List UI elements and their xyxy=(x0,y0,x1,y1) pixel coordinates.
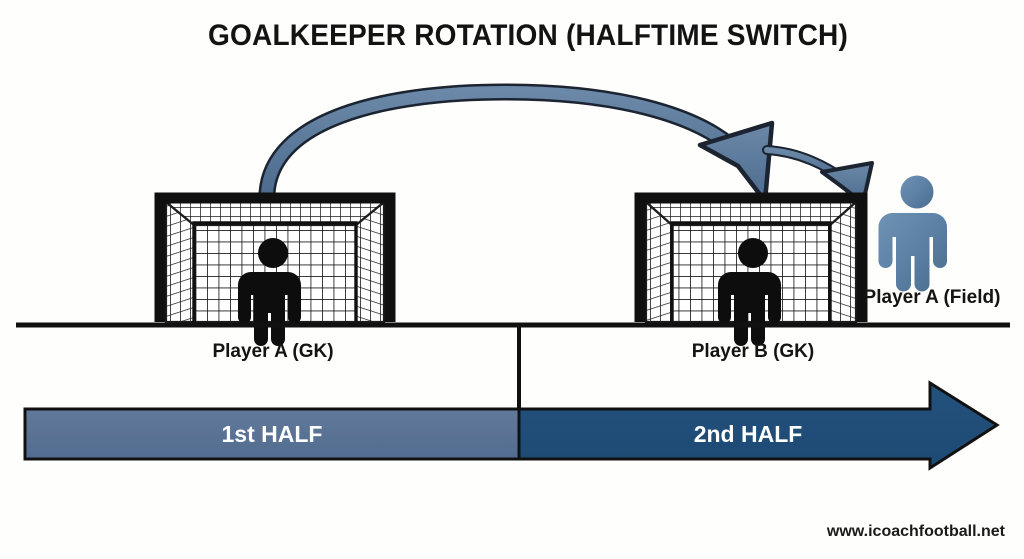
timeline-first-half-band xyxy=(23,407,521,461)
label-goal-left: Player A (GK) xyxy=(212,341,333,362)
label-field-player: Player A (Field) xyxy=(864,287,1001,308)
timeline-second-half-band xyxy=(517,380,1000,471)
timeline-bar: 1st HALF 2nd HALF xyxy=(23,380,1000,471)
person-figure-icon-field-player xyxy=(878,175,947,292)
page-title: GOALKEEPER ROTATION (HALFTIME SWITCH) xyxy=(208,19,848,52)
person-figure-icon-goalkeeper-a xyxy=(238,238,301,346)
person-figure-icon-goalkeeper-b xyxy=(718,238,781,346)
watermark: www.icoachfootball.net xyxy=(826,523,1006,540)
timeline-first-half-label: 1st HALF xyxy=(222,421,323,447)
transition-arrow-icon xyxy=(258,83,775,204)
label-goal-right: Player B (GK) xyxy=(692,341,814,362)
timeline-second-half-label: 2nd HALF xyxy=(694,421,803,447)
